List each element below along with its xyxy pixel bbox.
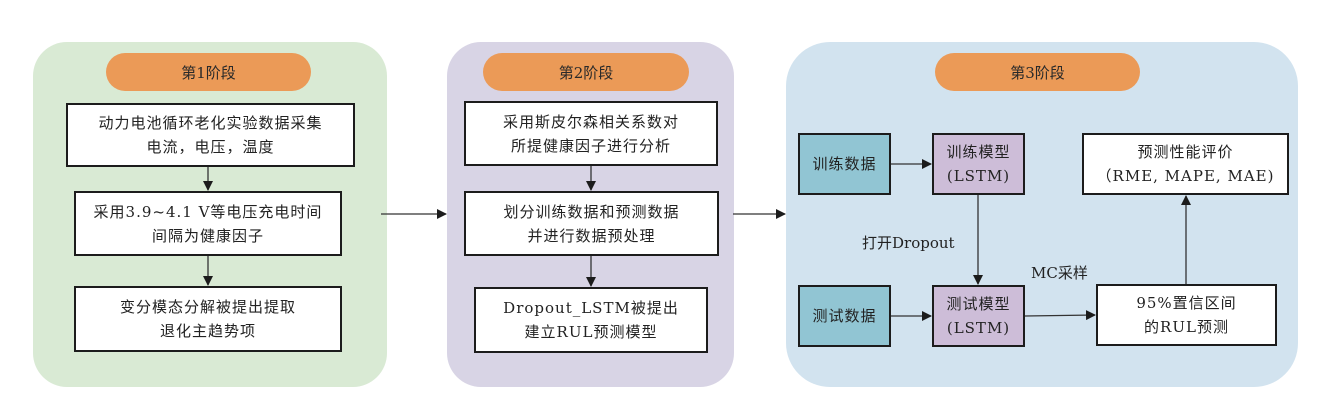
step-data-collection: 动力电池循环老化实验数据采集 电流，电压，温度 [66,103,355,167]
stage-1-header: 第1阶段 [106,53,311,91]
step-line: 变分模态分解被提出提取 [119,298,296,316]
node-line: 训练数据 [812,155,877,173]
node-test-model: 测试模型 (LSTM) [932,285,1025,347]
step-line: 电流，电压，温度 [146,138,275,156]
step-line: 采用3.9~4.1 V等电压充电时间 [93,202,323,221]
step-line: Dropout_LSTM被提出 [503,299,679,317]
edge-label-mc-sampling: MC采样 [1031,264,1088,282]
node-line: 的RUL预测 [1144,318,1229,336]
node-rul-interval: 95%置信区间 的RUL预测 [1096,284,1277,346]
node-line: 预测性能评价 [1137,143,1234,161]
stage-3-header: 第3阶段 [935,53,1140,91]
step-line: 并进行数据预处理 [527,226,656,245]
step-line: 所提健康因子进行分析 [510,136,671,155]
step-line: 间隔为健康因子 [151,226,264,245]
step-line: 采用斯皮尔森相关系数对 [502,112,679,131]
node-evaluation: 预测性能评价 （RME, MAPE, MAE) [1082,133,1289,195]
node-line: 测试数据 [812,307,877,325]
step-vmd: 变分模态分解被提出提取 退化主趋势项 [74,286,342,352]
step-data-split: 划分训练数据和预测数据 并进行数据预处理 [464,191,719,256]
step-line: 退化主趋势项 [159,322,256,340]
edge-label-dropout: 打开Dropout [862,234,955,252]
stage-2-header: 第2阶段 [483,53,689,91]
step-health-factor: 采用3.9~4.1 V等电压充电时间 间隔为健康因子 [74,191,342,256]
node-train-data: 训练数据 [798,133,891,195]
node-line: 训练模型 [946,143,1011,161]
step-line: 划分训练数据和预测数据 [503,202,680,221]
node-test-data: 测试数据 [798,285,891,347]
step-line: 动力电池循环老化实验数据采集 [98,114,323,132]
node-line: (LSTM) [946,319,1011,337]
step-line: 建立RUL预测模型 [524,323,658,341]
node-line: 测试模型 [946,295,1011,313]
node-train-model: 训练模型 (LSTM) [932,133,1025,195]
node-line: (LSTM) [946,167,1011,185]
node-line: 95%置信区间 [1136,294,1237,312]
arrow-test-model-to-rul [1024,310,1096,321]
node-line: （RME, MAPE, MAE) [1096,167,1275,185]
step-spearman-analysis: 采用斯皮尔森相关系数对 所提健康因子进行分析 [464,101,718,166]
step-dropout-lstm: Dropout_LSTM被提出 建立RUL预测模型 [474,287,708,353]
